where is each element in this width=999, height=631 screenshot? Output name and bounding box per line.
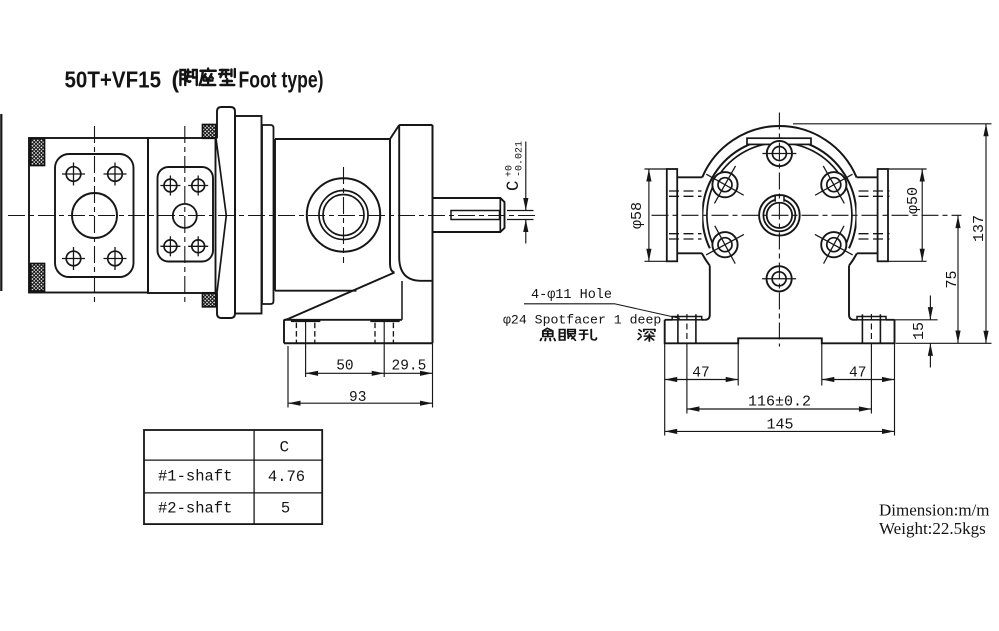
svg-text:#2-shaft: #2-shaft — [158, 500, 232, 518]
svg-text:116±0.2: 116±0.2 — [748, 394, 811, 411]
svg-text:4-φ11 Hole: 4-φ11 Hole — [531, 288, 612, 303]
svg-text:Foot type): Foot type) — [239, 67, 324, 93]
svg-text:75: 75 — [944, 270, 961, 288]
svg-text:#1-shaft: #1-shaft — [158, 468, 232, 486]
svg-text:50T+VF15: 50T+VF15 — [65, 67, 162, 93]
svg-text:93: 93 — [349, 390, 366, 406]
svg-text:(: ( — [172, 67, 180, 93]
svg-text:φ50: φ50 — [905, 187, 922, 214]
svg-text:C: C — [504, 180, 524, 191]
svg-text:Dimension:m/m: Dimension:m/m — [879, 501, 990, 520]
svg-text:47: 47 — [692, 365, 709, 381]
svg-text:C: C — [279, 439, 289, 457]
svg-text:145: 145 — [767, 416, 794, 433]
svg-text:47: 47 — [849, 365, 866, 381]
svg-text:4.76: 4.76 — [268, 468, 305, 486]
svg-text:+0: +0 — [505, 165, 516, 177]
svg-text:Weight:22.5kgs: Weight:22.5kgs — [879, 519, 986, 538]
svg-text:φ24 Spotfacer 1 deep: φ24 Spotfacer 1 deep — [503, 313, 661, 328]
svg-text:φ58: φ58 — [629, 202, 646, 229]
svg-text:50: 50 — [336, 358, 353, 374]
svg-text:137: 137 — [971, 215, 988, 242]
svg-text:5: 5 — [281, 500, 290, 518]
svg-text:29.5: 29.5 — [392, 358, 427, 374]
svg-text:15: 15 — [911, 322, 928, 340]
svg-text:-0.021: -0.021 — [515, 141, 526, 177]
